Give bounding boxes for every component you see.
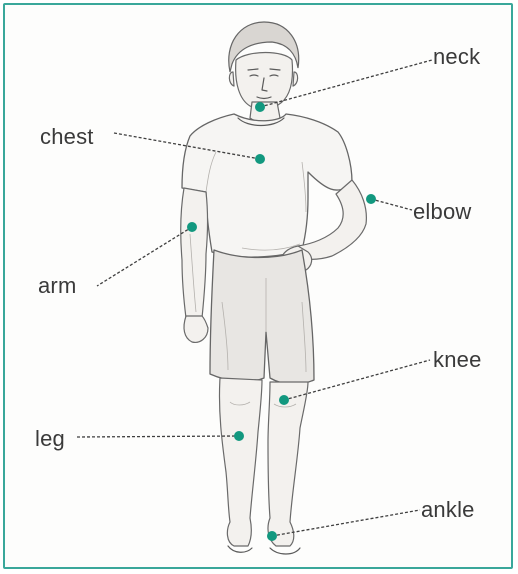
label-neck: neck (433, 44, 480, 70)
leader-leg (77, 436, 239, 437)
diagram-frame: neck chest elbow arm knee leg ankle (3, 3, 513, 569)
leg-marker-dot (234, 431, 244, 441)
knee-marker-dot (279, 395, 289, 405)
legs (219, 378, 308, 554)
head (229, 22, 299, 109)
right-arm (181, 188, 208, 342)
chest-marker-dot (255, 154, 265, 164)
arm-marker-dot (187, 222, 197, 232)
label-leg: leg (35, 426, 65, 452)
neck-marker-dot (255, 102, 265, 112)
leader-ankle (272, 510, 420, 536)
ankle-marker-dot (267, 531, 277, 541)
elbow-marker-dot (366, 194, 376, 204)
label-arm: arm (38, 273, 77, 299)
label-ankle: ankle (421, 497, 475, 523)
label-elbow: elbow (413, 199, 471, 225)
label-knee: knee (433, 347, 482, 373)
shorts (210, 250, 314, 384)
leader-arm (97, 227, 192, 286)
leader-elbow (371, 199, 412, 210)
human-figure-illustration (5, 5, 513, 569)
label-chest: chest (40, 124, 94, 150)
